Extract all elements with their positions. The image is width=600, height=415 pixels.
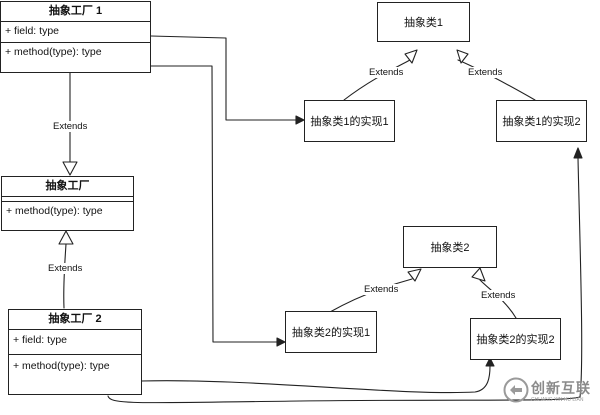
factory2-class[interactable]: 抽象工厂 2 + field: type + method(type): typ… <box>8 309 142 395</box>
edge-factory2-to-impl2-2 <box>140 365 491 394</box>
edge-factory2-to-base <box>63 243 67 309</box>
edge-impl1-1-to-class1 <box>343 59 411 101</box>
arrowhead-impl2-1 <box>276 337 286 347</box>
edge-factory2-to-impl1-2 <box>107 157 583 404</box>
watermark: 创新互联 CHUANG XIN HU LIAN <box>503 372 599 412</box>
factory1-title: 抽象工厂 1 <box>1 2 150 22</box>
factory-base-title: 抽象工厂 <box>2 177 133 197</box>
arrowhead-impl1-1 <box>295 115 305 125</box>
class1-box[interactable]: 抽象类1 <box>377 2 470 42</box>
factory2-field: + field: type <box>13 334 67 346</box>
factory1-divider <box>1 42 150 43</box>
arrowhead-impl2-2 <box>485 357 495 367</box>
factory-base-divider <box>2 201 133 202</box>
factory2-method: + method(type): type <box>13 360 110 372</box>
impl2-2-box[interactable]: 抽象类2的实现2 <box>470 318 561 360</box>
factory1-class[interactable]: 抽象工厂 1 + field: type + method(type): typ… <box>0 1 151 73</box>
edge-factory1-to-impl2-1 <box>150 65 278 343</box>
arrowhead-class2-left <box>407 268 422 282</box>
arrowhead-class1-right <box>456 49 469 64</box>
label-extends-impl1-1: Extends <box>368 67 405 78</box>
label-extends-factory1: Extends <box>52 121 89 132</box>
factory-base-method: + method(type): type <box>6 205 103 217</box>
arrowhead-class1-left <box>404 49 418 64</box>
brand-logo-icon <box>503 377 529 403</box>
factory2-title: 抽象工厂 2 <box>9 310 141 330</box>
watermark-brand: 创新互联 <box>531 380 591 396</box>
factory-base-class[interactable]: 抽象工厂 + method(type): type <box>1 176 134 231</box>
arrowhead-class2-right <box>471 267 486 282</box>
label-extends-factory2: Extends <box>47 263 84 274</box>
edge-factory1-to-impl1-1 <box>150 35 297 121</box>
edge-impl1-2-to-class1 <box>457 59 536 101</box>
label-extends-impl2-2: Extends <box>480 290 517 301</box>
label-extends-impl2-1: Extends <box>363 284 400 295</box>
label-extends-impl1-2: Extends <box>467 67 504 78</box>
watermark-subtitle: CHUANG XIN HU LIAN <box>531 397 584 403</box>
factory1-method: + method(type): type <box>5 46 102 58</box>
impl1-2-box[interactable]: 抽象类1的实现2 <box>496 100 587 142</box>
class2-box[interactable]: 抽象类2 <box>403 226 497 268</box>
arrowhead-factory2-base <box>58 230 74 245</box>
factory2-divider <box>9 354 141 355</box>
arrowhead-factory1-base <box>62 161 78 176</box>
impl1-1-box[interactable]: 抽象类1的实现1 <box>304 100 395 142</box>
impl2-1-box[interactable]: 抽象类2的实现1 <box>285 311 377 353</box>
arrowhead-impl1-2 <box>573 147 583 159</box>
factory1-field: + field: type <box>5 25 59 37</box>
